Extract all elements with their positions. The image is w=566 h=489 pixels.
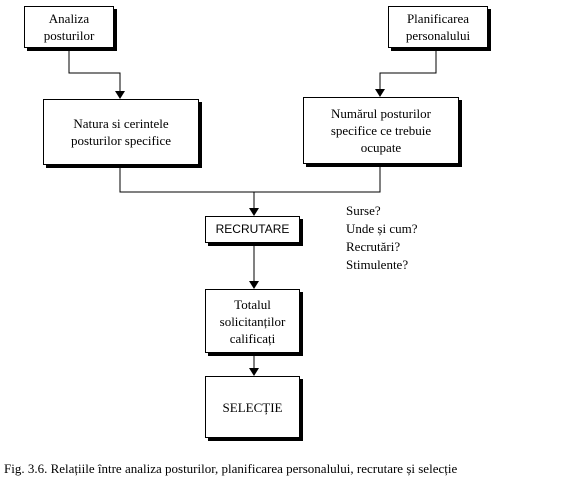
- question-item: Unde și cum?: [346, 221, 418, 236]
- question-item: Stimulente?: [346, 257, 409, 272]
- box-label: SELECȚIE: [222, 399, 283, 415]
- arrow-planificarea-to-numarul: [375, 51, 437, 97]
- box-label: Analiza posturilor: [43, 11, 95, 43]
- box-label: Planificarea personalului: [405, 11, 471, 43]
- arrow-analiza-to-natura: [68, 51, 125, 99]
- question-item: Surse?: [346, 203, 381, 218]
- line-numarul-merge: [254, 167, 381, 193]
- box-planificarea-personalului: Planificarea personalului: [388, 6, 488, 48]
- line-natura-merge: [119, 168, 254, 193]
- question-item: Recrutări?: [346, 239, 401, 254]
- box-recrutare: RECRUTARE: [205, 216, 300, 243]
- recruitment-questions: Surse? Unde și cum? Recrutări? Stimulent…: [346, 202, 417, 274]
- box-label: Natura si cerintele posturilor specifice: [71, 116, 171, 148]
- figure-caption: Fig. 3.6. Relațiile între analiza postur…: [4, 461, 458, 476]
- box-selectie: SELECȚIE: [205, 376, 300, 438]
- box-natura-cerintele: Natura si cerintele posturilor specifice: [43, 99, 199, 165]
- box-analiza-posturilor: Analiza posturilor: [24, 6, 114, 48]
- box-totalul-solicitantilor: Totalul solicitanților calificați: [205, 289, 300, 353]
- box-label: Totalul solicitanților calificați: [219, 296, 286, 346]
- box-numarul-posturilor: Numărul posturilor specifice ce trebuie …: [303, 97, 459, 164]
- box-label: Numărul posturilor specifice ce trebuie …: [330, 106, 432, 155]
- box-label: RECRUTARE: [215, 222, 290, 236]
